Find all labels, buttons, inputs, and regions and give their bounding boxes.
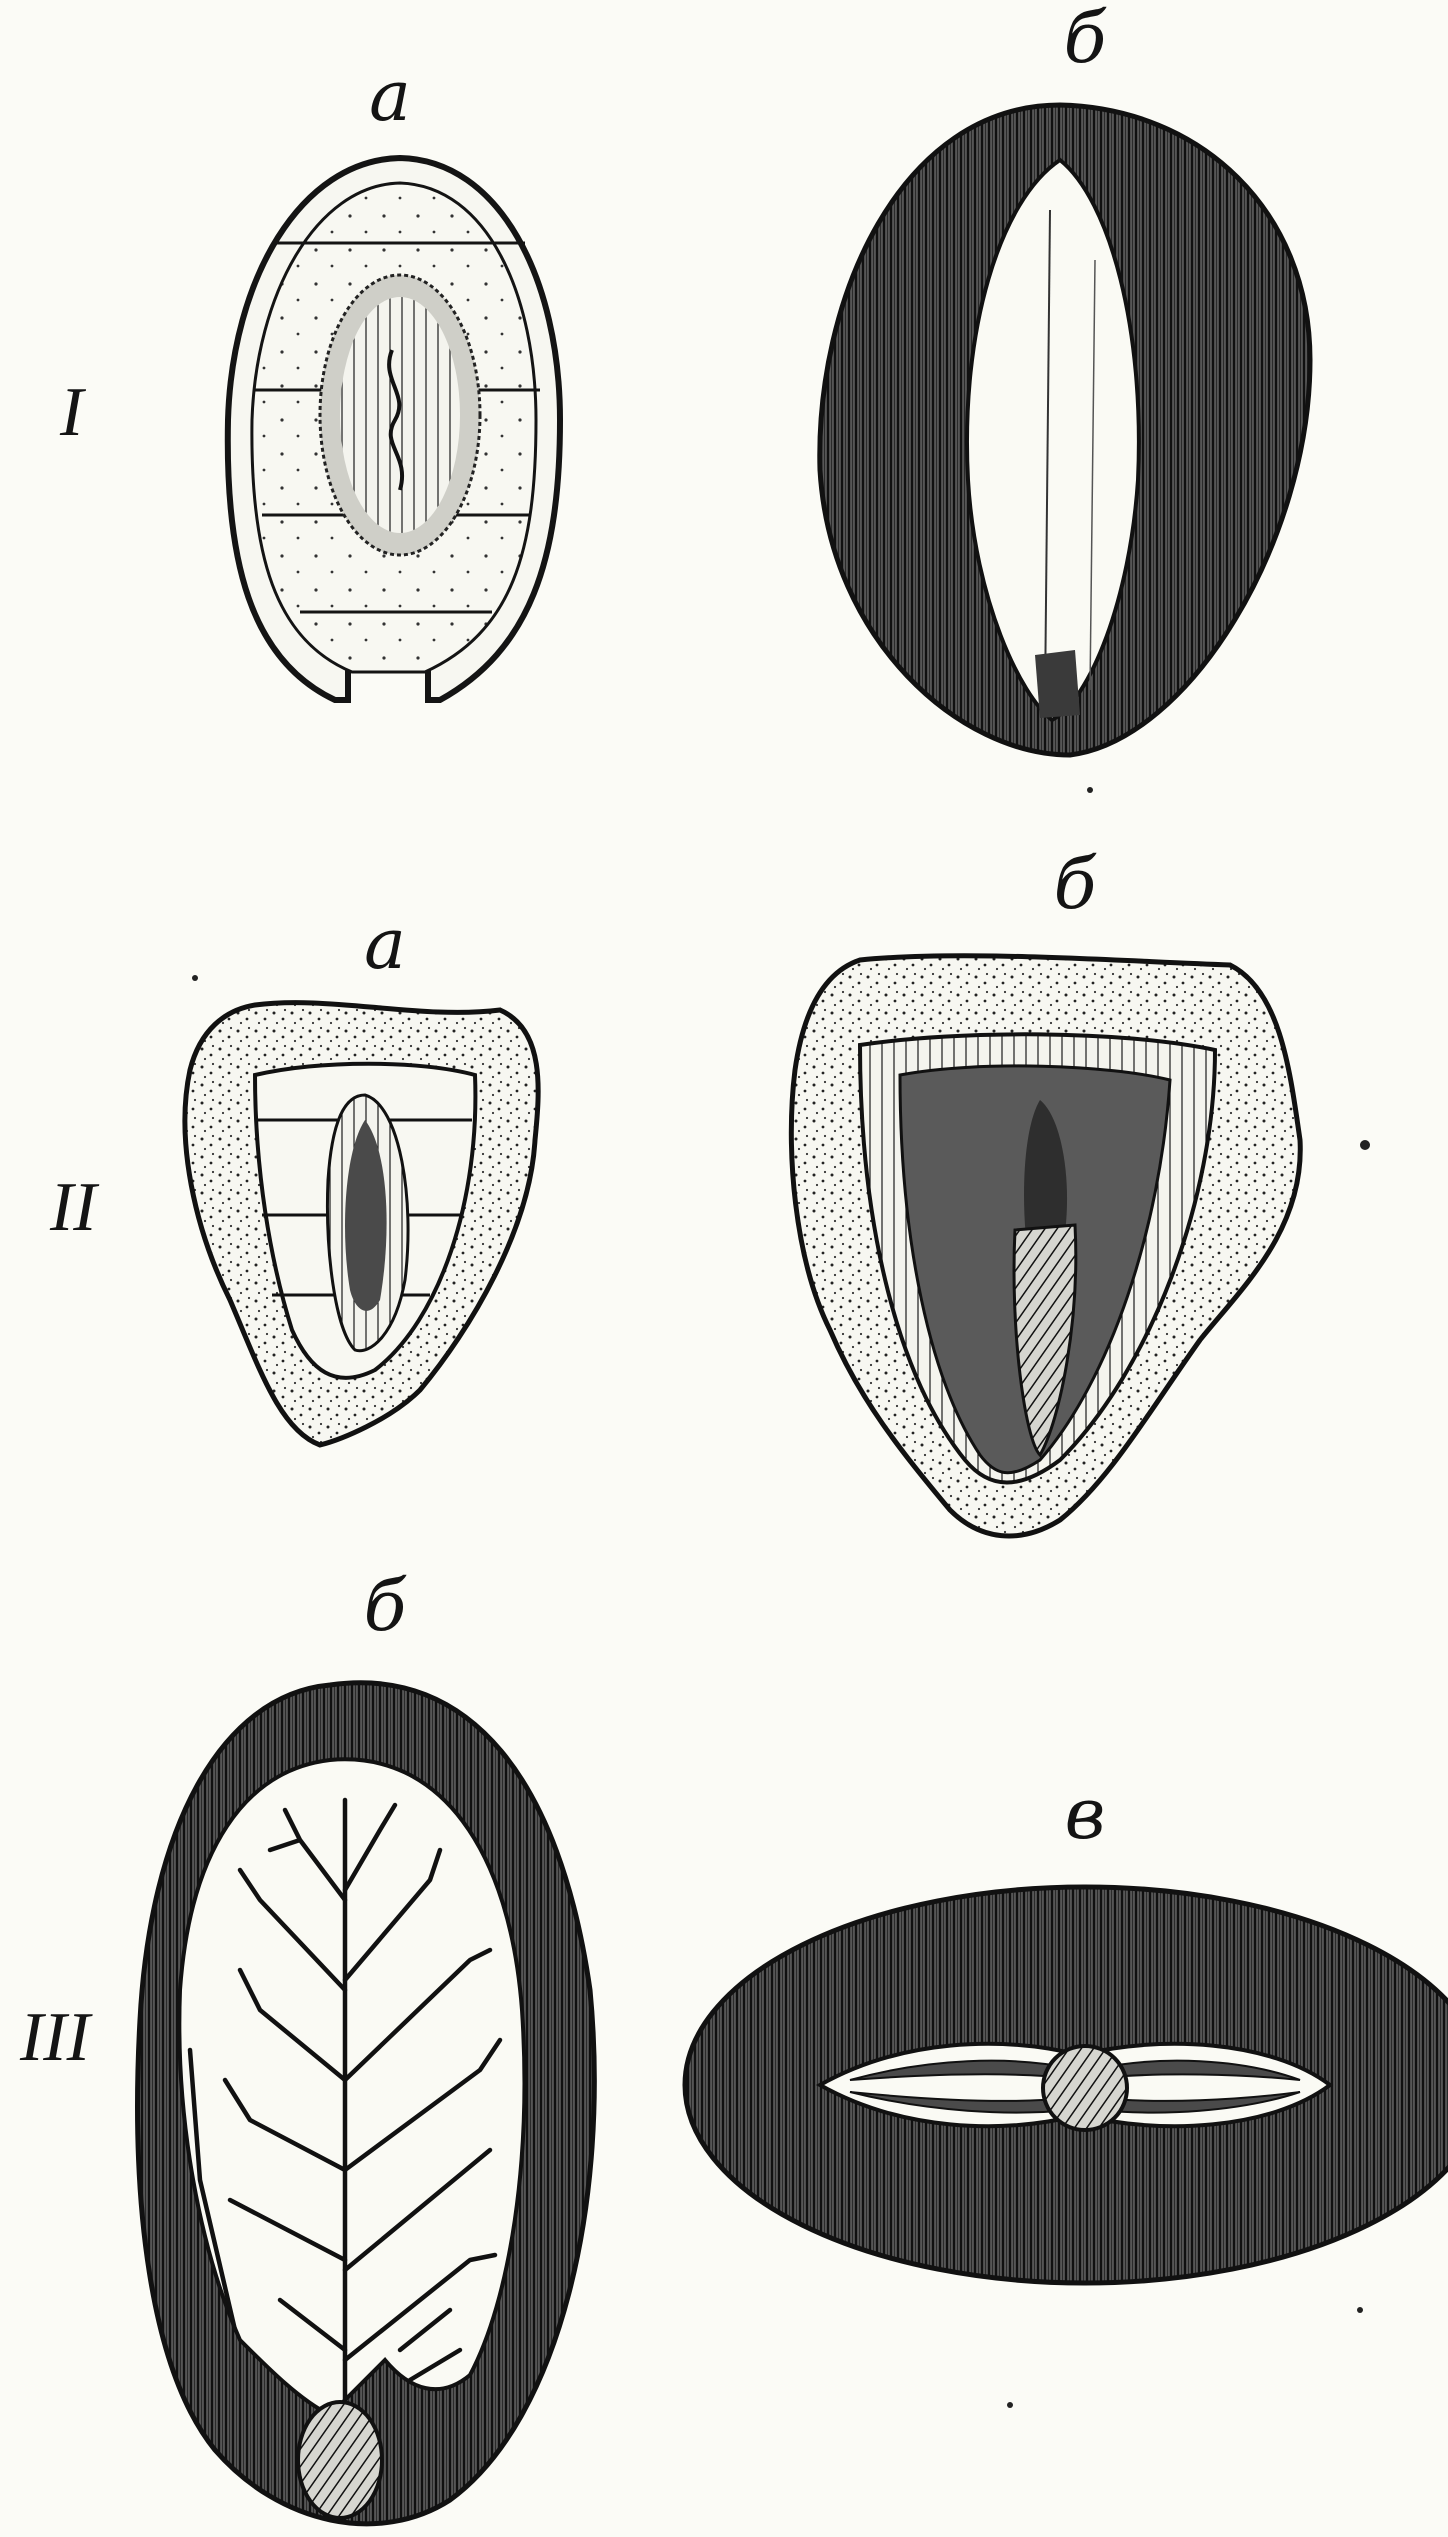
panel-label-2a: а <box>364 903 406 985</box>
panel-label-1a: а <box>369 55 411 137</box>
panel-label-3v: в <box>1065 1773 1106 1855</box>
row-numeral-3: III <box>19 1999 94 2076</box>
speck <box>192 975 198 981</box>
row-numeral-1: I <box>59 374 87 451</box>
row-numeral-2: II <box>49 1169 100 1246</box>
seed-1b <box>820 105 1310 755</box>
speck <box>1357 2307 1363 2313</box>
speck <box>1087 787 1093 793</box>
speck <box>1360 1140 1370 1150</box>
seed-2b <box>791 956 1300 1536</box>
speck <box>1007 2402 1013 2408</box>
seed-3b <box>138 1683 595 2524</box>
seed-3v <box>685 1887 1448 2283</box>
panel-label-1b: б <box>1064 0 1107 79</box>
seed-2a <box>185 1003 538 1445</box>
ovule-1a <box>228 158 560 700</box>
panel-label-2b: б <box>1054 843 1097 925</box>
panel-label-3b: б <box>364 1565 407 1647</box>
